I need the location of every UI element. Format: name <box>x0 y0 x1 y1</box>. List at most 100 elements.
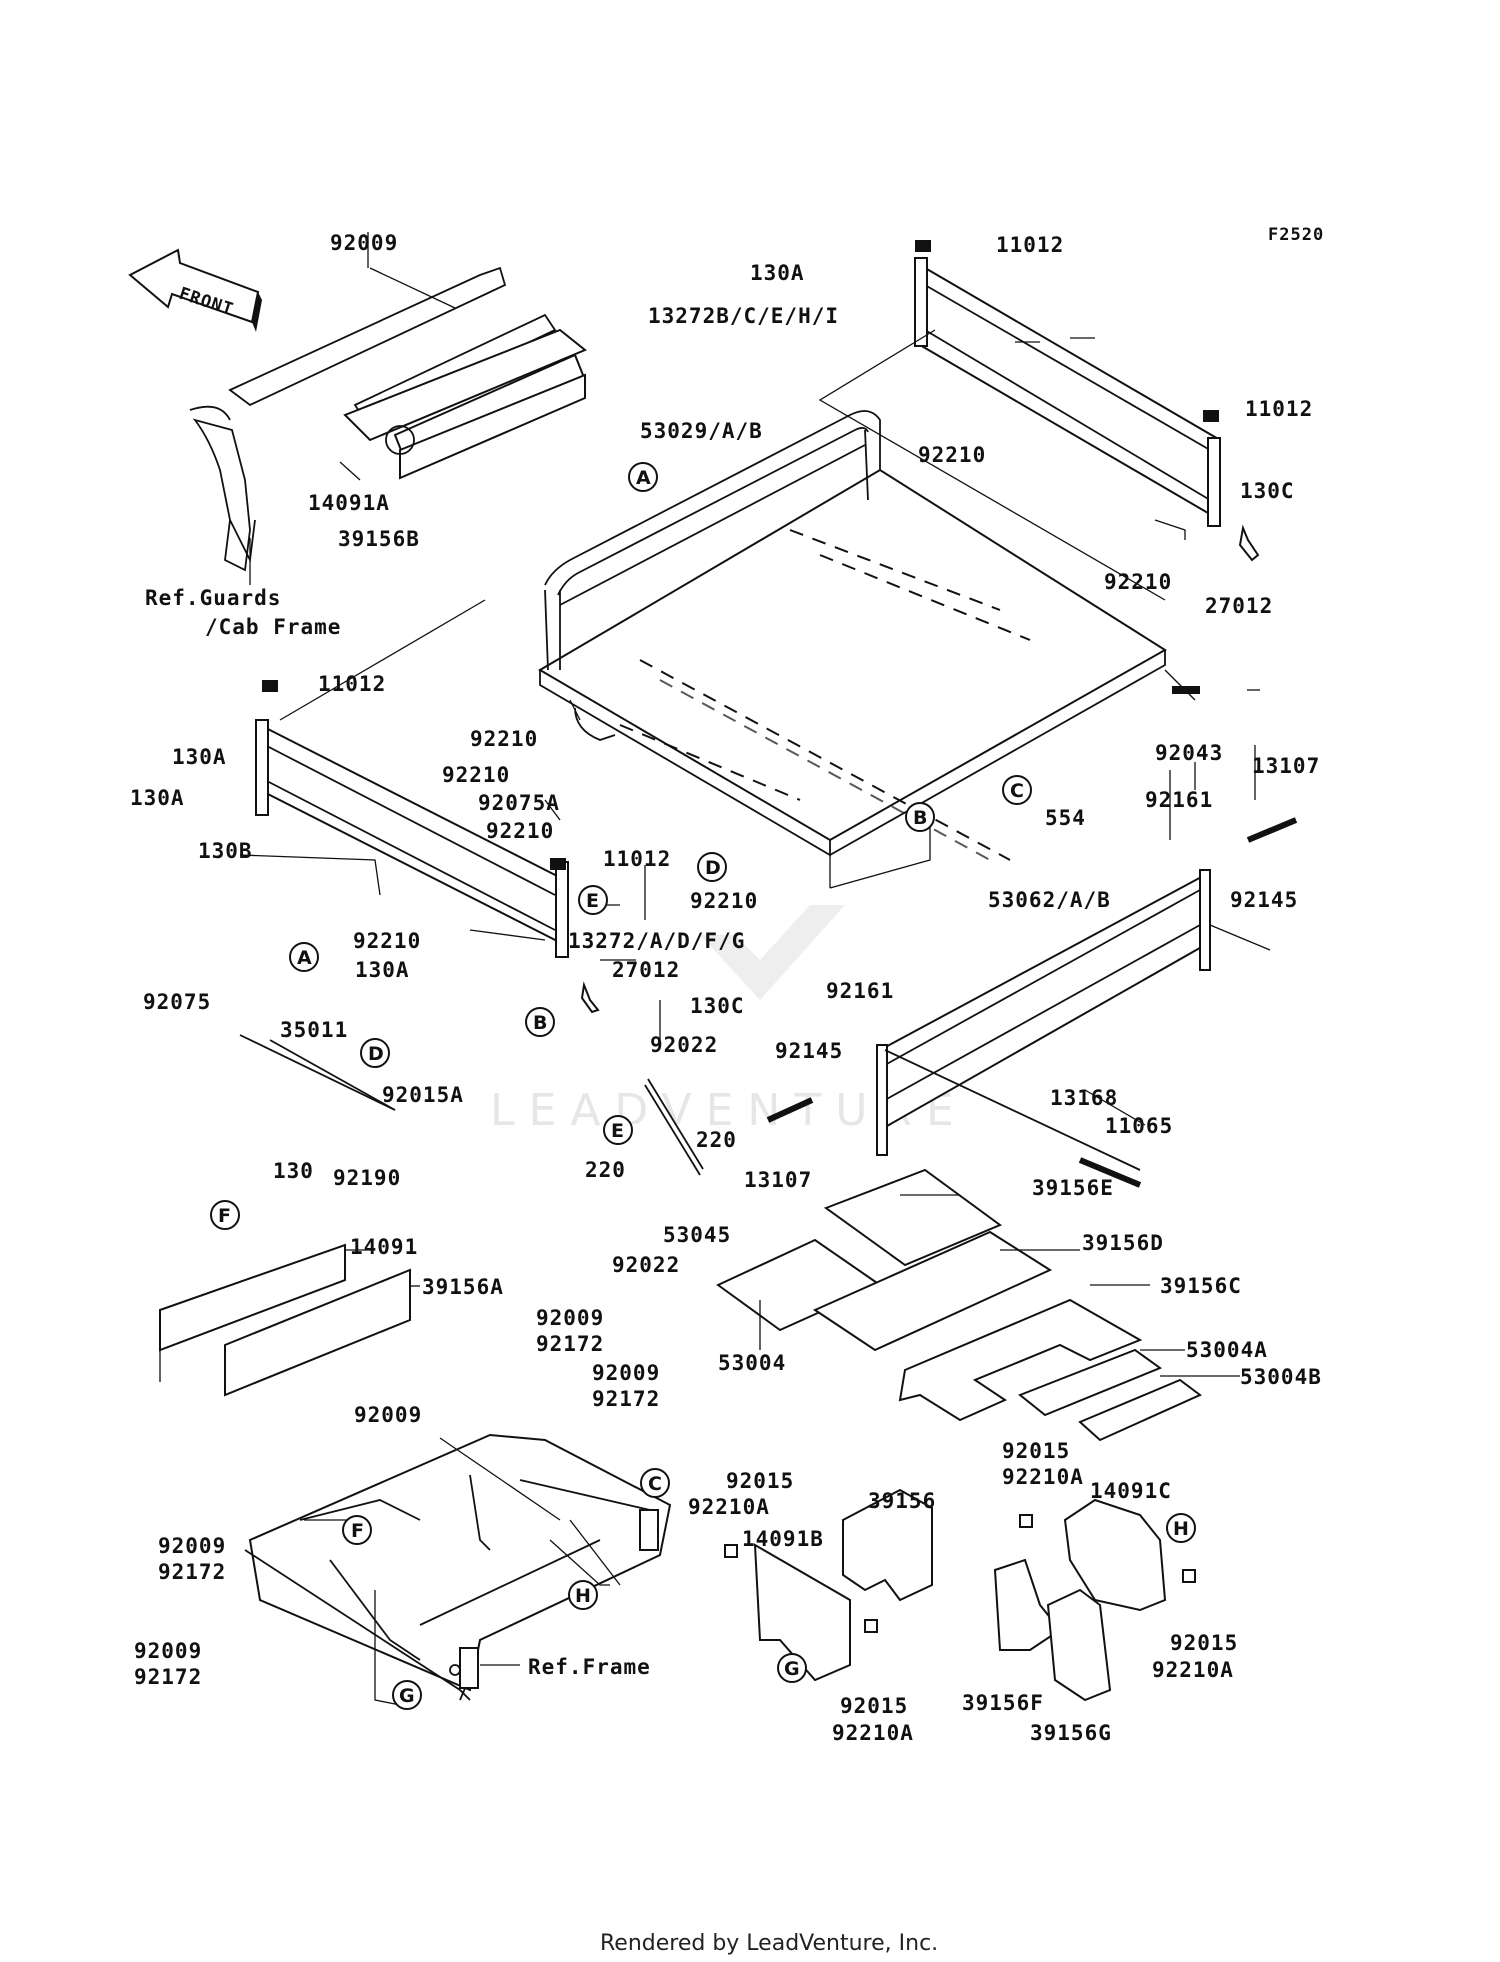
svg-text:F: F <box>351 1520 364 1542</box>
callout-d: D <box>697 852 727 882</box>
hinge-pins <box>239 686 1298 1188</box>
part-label: 92015 <box>1170 1631 1238 1655</box>
part-label: 14091B <box>742 1527 824 1551</box>
callout-b: B <box>525 1007 555 1037</box>
svg-text:H: H <box>1173 1518 1189 1540</box>
part-label: 92009 <box>536 1306 604 1330</box>
callout-f: F <box>210 1200 240 1230</box>
part-label: 92022 <box>650 1033 718 1057</box>
part-label: 92022 <box>612 1253 680 1277</box>
svg-text:G: G <box>784 1658 800 1680</box>
part-label: 14091 <box>350 1235 418 1259</box>
part-label: 27012 <box>612 958 680 982</box>
svg-text:D: D <box>705 857 721 879</box>
callout-a: A <box>628 462 658 492</box>
part-label: 130C <box>1240 479 1295 503</box>
part-labels: 92009 14091A 39156B Ref.Guards /Cab Fram… <box>130 231 1321 1745</box>
part-label: 92210A <box>1002 1465 1084 1489</box>
part-label: 220 <box>585 1158 626 1182</box>
svg-text:D: D <box>368 1043 384 1065</box>
part-label: 92043 <box>1155 741 1223 765</box>
callout-g: G <box>392 1680 422 1710</box>
part-label: 92075 <box>143 990 211 1014</box>
part-label: 92161 <box>1145 788 1213 812</box>
callout-b: B <box>905 802 935 832</box>
svg-text:E: E <box>611 1120 624 1142</box>
part-label: 130B <box>198 839 253 863</box>
part-label: 130A <box>355 958 410 982</box>
callout-g: G <box>777 1653 807 1683</box>
part-label: 92172 <box>592 1387 660 1411</box>
part-label: 130A <box>172 745 227 769</box>
svg-text:B: B <box>913 807 927 829</box>
callout-f: F <box>342 1515 372 1545</box>
callout-c: C <box>1002 775 1032 805</box>
part-label: /Cab Frame <box>205 615 341 639</box>
part-label: 39156C <box>1160 1274 1242 1298</box>
part-label: 92210A <box>832 1721 914 1745</box>
part-label: 92161 <box>826 979 894 1003</box>
svg-text:A: A <box>636 467 651 489</box>
part-label: 14091A <box>308 491 390 515</box>
part-label: 13168 <box>1050 1086 1118 1110</box>
part-label: 92210 <box>690 889 758 913</box>
svg-text:C: C <box>1010 780 1024 802</box>
part-label: 13107 <box>1252 754 1320 778</box>
lower-bracket-c <box>993 1498 1196 1702</box>
part-label: 92009 <box>134 1639 202 1663</box>
part-label: 92172 <box>134 1665 202 1689</box>
part-label: 53029/A/B <box>640 419 763 443</box>
part-label: 13272B/C/E/H/I <box>648 304 839 328</box>
part-label: 11012 <box>318 672 386 696</box>
part-label: 92015A <box>382 1083 464 1107</box>
part-label: 92009 <box>330 231 398 255</box>
part-label: 130A <box>130 786 185 810</box>
callouts: A A B B C C D D E E F F G G H H <box>210 462 1196 1710</box>
svg-text:B: B <box>533 1012 547 1034</box>
part-label: 220 <box>696 1128 737 1152</box>
part-label: 53004 <box>718 1351 786 1375</box>
part-label: 27012 <box>1205 594 1273 618</box>
left-side-panel <box>239 599 600 1014</box>
part-label: 92190 <box>333 1166 401 1190</box>
part-label: 92210 <box>918 443 986 467</box>
callout-h: H <box>568 1580 598 1610</box>
part-label: 11012 <box>996 233 1064 257</box>
callout-c: C <box>640 1468 670 1498</box>
part-label: 92015 <box>1002 1439 1070 1463</box>
callout-a: A <box>289 942 319 972</box>
callout-h: H <box>1166 1513 1196 1543</box>
callout-e: E <box>603 1115 633 1145</box>
part-label: 554 <box>1045 806 1086 830</box>
part-label: 92210 <box>486 819 554 843</box>
svg-text:H: H <box>575 1585 591 1607</box>
svg-text:E: E <box>586 890 599 912</box>
tailgate <box>876 869 1271 1156</box>
svg-text:F: F <box>218 1205 231 1227</box>
frame <box>244 1433 672 1706</box>
part-label: 92015 <box>726 1469 794 1493</box>
part-label: 39156F <box>962 1691 1044 1715</box>
side-cover <box>159 1243 411 1397</box>
svg-text:C: C <box>648 1473 662 1495</box>
part-label: 92015 <box>840 1694 908 1718</box>
part-label: 92145 <box>1230 888 1298 912</box>
part-label: 130A <box>750 261 805 285</box>
part-label: 92210A <box>1152 1658 1234 1682</box>
part-label: 92210 <box>470 727 538 751</box>
bed-mats <box>716 1168 1202 1442</box>
part-label: 39156 <box>868 1489 936 1513</box>
part-label: 130C <box>690 994 745 1018</box>
part-label: Ref.Frame <box>528 1655 651 1679</box>
svg-text:G: G <box>399 1685 415 1707</box>
cargo-bed <box>538 410 1196 889</box>
part-label: 13272/A/D/F/G <box>568 929 745 953</box>
part-label: 39156D <box>1082 1231 1164 1255</box>
part-label: 92210A <box>688 1495 770 1519</box>
leader-lines <box>304 337 1260 1666</box>
part-label: 92210 <box>353 929 421 953</box>
part-label: Ref.Guards <box>145 586 281 610</box>
part-label: 11012 <box>1245 397 1313 421</box>
part-label: 13107 <box>744 1168 812 1192</box>
